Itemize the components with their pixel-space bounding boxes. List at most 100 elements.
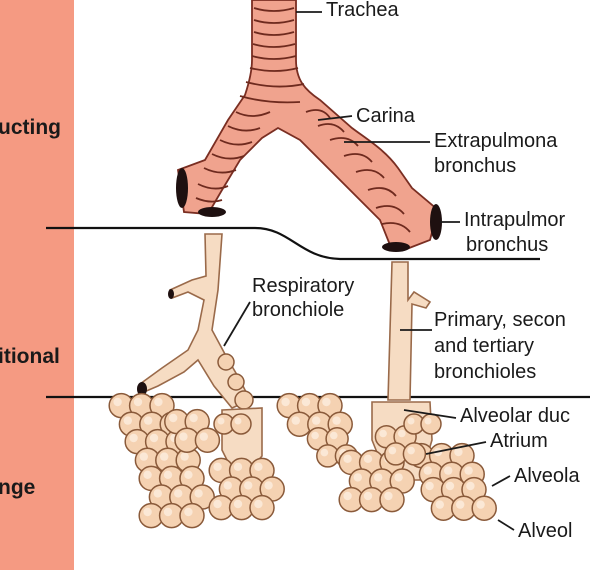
label-respiratory-2: bronchiole <box>252 299 344 321</box>
alveolus-highlight <box>113 397 122 407</box>
alveolus-highlight <box>144 416 153 425</box>
leader-alveolus <box>497 519 515 531</box>
alveolus-highlight <box>330 431 338 440</box>
alveolus-highlight <box>394 473 403 482</box>
alveolus-highlight <box>123 416 132 425</box>
alveolus-highlight <box>374 473 383 482</box>
label-extrapulmonary-2: bronchus <box>434 155 516 177</box>
alveolus-highlight <box>264 481 273 490</box>
left-bronchiole-tree <box>137 233 263 471</box>
alveolus-highlight <box>424 417 432 425</box>
label-intrapulmonary-2: bronchus <box>466 234 548 256</box>
label-intrapulmonary-1: Intrapulmor <box>464 209 565 231</box>
alveolus-highlight <box>398 429 406 438</box>
alveolus-highlight <box>407 417 415 425</box>
label-alveolus: Alveol <box>518 520 572 542</box>
alveolus-highlight <box>213 462 222 471</box>
zone-label-exchange: nge <box>0 476 35 499</box>
alveolus-highlight <box>233 499 243 509</box>
alveolus-highlight <box>179 432 188 441</box>
alveolus-highlight <box>160 452 169 461</box>
alveolus-highlight <box>213 499 222 509</box>
label-alveolar-duct: Alveolar duc <box>460 405 570 427</box>
alveolus-highlight <box>194 489 203 498</box>
label-respiratory-1: Respiratory <box>252 275 354 297</box>
alveolus-highlight <box>254 499 263 509</box>
alveolus-highlight <box>388 446 397 455</box>
label-trachea: Trachea <box>326 0 400 21</box>
alveolus-15 <box>194 427 221 453</box>
leader-alveolar-sac <box>491 475 511 487</box>
zone-label-conducting: ucting <box>0 116 61 139</box>
alveolus-highlight <box>223 481 232 490</box>
alveolus-33 <box>249 494 275 521</box>
alveolus-highlight <box>153 489 162 498</box>
leader-respiratory <box>223 301 251 347</box>
alveolus-highlight <box>217 417 225 425</box>
alveolus-highlight <box>184 507 193 517</box>
alveolus-highlight <box>129 433 138 443</box>
alveolus-highlight <box>180 452 189 461</box>
label-extrapulmonary-1: Extrapulmona <box>434 130 558 152</box>
alveolus-highlight <box>320 448 329 457</box>
alveolus-highlight <box>234 417 242 425</box>
alveolus-highlight <box>184 470 193 479</box>
alveolus-70 <box>402 442 427 466</box>
alveolus-highlight <box>322 397 331 407</box>
alveolus-highlight <box>254 462 263 471</box>
alveolus-highlight <box>163 470 173 479</box>
alveolus-highlight <box>454 447 463 457</box>
alveolus-highlight <box>301 397 311 407</box>
alveolus-54 <box>379 486 405 513</box>
alveolus-highlight <box>189 413 198 423</box>
alveolus-highlight <box>435 500 444 509</box>
alveolus-highlight <box>343 454 352 463</box>
alveolus-highlight <box>143 507 152 517</box>
alveolus-72 <box>420 413 442 435</box>
divider-conducting-transitional <box>46 226 540 261</box>
alveolus-highlight <box>332 416 341 425</box>
alveolus-highlight <box>233 462 243 471</box>
alveolus-highlight <box>244 481 253 490</box>
alveolus-highlight <box>476 500 485 509</box>
label-bronchioles-2: and tertiary <box>434 335 534 357</box>
alveolus-highlight <box>149 433 159 443</box>
alveolus-highlight <box>291 416 300 425</box>
alveolus-highlight <box>343 491 352 501</box>
leader-atrium <box>425 441 487 455</box>
alveolus-highlight <box>456 500 465 509</box>
alveolus-highlight <box>312 416 321 425</box>
alveolus-highlight <box>363 491 373 501</box>
alveolus-highlight <box>199 432 208 441</box>
alveolus-highlight <box>281 397 290 407</box>
zone-band <box>0 0 74 570</box>
label-atrium: Atrium <box>490 430 548 452</box>
alveolus-highlight <box>139 452 148 461</box>
alveolus-35 <box>230 413 252 435</box>
alveolus-highlight <box>169 413 178 423</box>
alveolus-highlight <box>143 470 152 479</box>
alveolus-highlight <box>423 466 432 475</box>
alveolus-highlight <box>425 481 434 491</box>
alveolus-24 <box>179 502 205 529</box>
leader-carina <box>317 115 353 121</box>
alveolus-highlight <box>464 466 473 475</box>
alveolus-highlight <box>379 429 387 438</box>
alveolar-clusters <box>108 392 497 529</box>
alveolus-highlight <box>466 481 475 491</box>
alveolus-highlight <box>363 454 373 463</box>
alveolus-highlight <box>407 446 415 455</box>
leader-alveolar-duct <box>403 409 457 419</box>
alveolus-highlight <box>445 481 455 491</box>
label-alveolar-sac: Alveola <box>514 465 580 487</box>
alveolus-highlight <box>384 491 393 501</box>
alveolus-highlight <box>311 431 319 440</box>
label-bronchioles-1: Primary, secon <box>434 309 566 331</box>
zone-label-transitional: itional <box>0 345 60 368</box>
alveolus-highlight <box>163 507 173 517</box>
alveolus-highlight <box>353 473 362 482</box>
label-carina: Carina <box>356 105 416 127</box>
alveolus-highlight <box>174 489 183 498</box>
alveolus-highlight <box>133 397 143 407</box>
